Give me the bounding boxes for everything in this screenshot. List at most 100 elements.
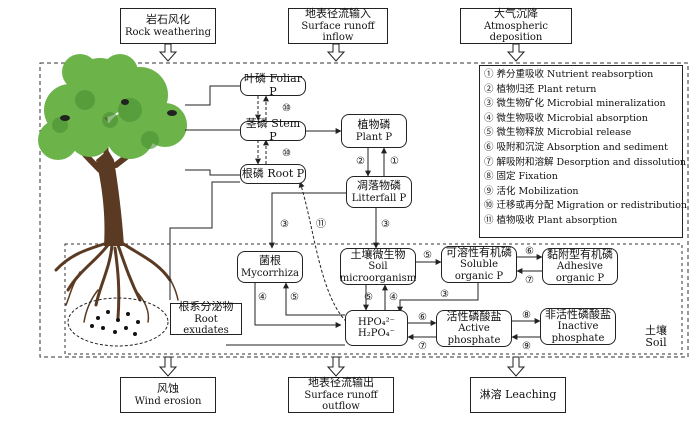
ecosystem-boundary — [39, 62, 689, 358]
output-surface-runoff: 地表径流输出 Surface runoff outflow — [288, 377, 394, 413]
num-3-micro: ③ — [381, 219, 390, 230]
num-10-upper: ⑩ — [282, 103, 291, 114]
num-5-soluble: ⑤ — [423, 250, 432, 261]
leaching-label: 淋溶 Leaching — [479, 387, 557, 401]
stem-p-label: 茎磷 Stem P — [245, 117, 301, 143]
input-atmospheric-deposition: 大气沉降 Atmospheric deposition — [460, 8, 572, 44]
legend-item: ⑧ 固定 Fixation — [484, 171, 558, 183]
output-leaching: 淋溶 Leaching — [470, 377, 566, 413]
num-8: ⑧ — [522, 310, 531, 321]
atmospheric-cn: 大气沉降 — [494, 7, 538, 21]
microorganism-cn: 土壤微生物 — [350, 247, 406, 261]
hpo4-box: HPO₄²⁻ H₂PO₄⁻ — [345, 310, 408, 346]
num-2: ② — [356, 156, 365, 167]
num-9: ⑨ — [522, 341, 531, 352]
plant-p-en: Plant P — [355, 131, 393, 143]
plant-p-box: 植物磷 Plant P — [341, 114, 407, 148]
root-exudates-en: Root exudates — [183, 313, 229, 337]
root-p-box: 根磷 Root P — [240, 164, 306, 184]
num-6-bottom: ⑥ — [418, 312, 427, 323]
legend-item: ⑤ 微生物释放 Microbial release — [484, 127, 632, 139]
num-5-micro: ⑤ — [364, 292, 373, 303]
soluble-organic-p-box: 可溶性有机磷 Soluble organic P — [441, 246, 517, 283]
legend-item: ⑥ 吸附和沉淀 Absorption and sediment — [484, 141, 668, 153]
litterfall-p-box: 凋落物磷 Litterfall P — [346, 176, 412, 208]
foliar-p-label: 叶磷 Foliar P — [243, 72, 302, 98]
wind-erosion-en: Wind erosion — [134, 395, 202, 407]
legend-item: ⑩ 迁移或再分配 Migration or redistribution — [484, 200, 688, 212]
rock-weathering-en: Rock weathering — [124, 26, 212, 38]
mycorrhiza-box: 菌根 Mycorrhiza — [237, 251, 303, 283]
litterfall-cn: 凋落物磷 — [357, 178, 401, 192]
legend-item: ⑨ 活化 Mobilization — [484, 185, 579, 197]
surface-runoff-out-en: Surface runoff outflow — [304, 389, 378, 413]
num-4-myco: ④ — [258, 292, 267, 303]
stem-p-box: 茎磷 Stem P — [240, 117, 306, 143]
inactive-cn: 非活性磷酸盐 — [545, 307, 611, 321]
num-3-soluble: ③ — [440, 289, 449, 300]
active-en2: phosphate — [447, 334, 501, 346]
output-arrows — [158, 356, 526, 377]
inactive-en2: phosphate — [551, 332, 605, 344]
num-7-bottom: ⑦ — [418, 341, 427, 352]
process-legend: ① 养分重吸收 Nutrient reabsorption ② 植物归还 Pla… — [479, 65, 688, 238]
flow-lines — [169, 85, 543, 346]
soil-label-en: Soil — [645, 336, 667, 350]
soil-microorganism-box: 土壤微生物 Soil microorganism — [340, 248, 416, 285]
num-6-top: ⑥ — [525, 246, 534, 257]
legend-item: ⑦ 解吸附和溶解 Desorption and dissolution — [484, 156, 687, 168]
inactive-phosphate-box: 非活性磷酸盐 Inactive phosphate — [540, 308, 616, 345]
legend-item: ① 养分重吸收 Nutrient reabsorption — [484, 69, 654, 80]
surface-runoff-in-cn: 地表径流输入 — [305, 7, 371, 21]
soil-label: 土壤 Soil — [636, 324, 676, 350]
adhesive-en1: Adhesive — [557, 261, 603, 273]
num-4-micro: ④ — [389, 292, 398, 303]
mycorrhiza-en: Mycorrhiza — [241, 267, 299, 279]
surface-runoff-in-en: Surface runoff inflow — [301, 20, 375, 44]
legend-item: ③ 微生物矿化 Microbial mineralization — [484, 98, 666, 110]
num-1: ① — [390, 156, 399, 167]
num-3-myco: ③ — [280, 219, 289, 230]
legend-item: ⑪ 植物吸收 Plant absorption — [484, 214, 618, 226]
adhesive-en2: organic P — [555, 272, 605, 284]
adhesive-cn: 黏附型有机磷 — [547, 247, 613, 261]
hpo4-line1: HPO₄²⁻ — [358, 316, 395, 328]
foliar-p-box: 叶磷 Foliar P — [240, 72, 306, 98]
plant-p-cn: 植物磷 — [357, 117, 391, 131]
num-5-myco: ⑤ — [290, 292, 299, 303]
soluble-en1: Soluble — [459, 259, 499, 271]
microorganism-en1: Soil — [368, 261, 388, 273]
microorganism-en2: microorganism — [339, 272, 417, 284]
exudate-dots — [90, 310, 140, 336]
num-7-top: ⑦ — [525, 275, 534, 286]
step-numbers: ⑩ ⑩ ② ① ③ ③ ⑪ ④ ⑤ ⑤ ④ ⑤ ③ ⑥ ⑦ ⑥ ⑦ ⑧ ⑨ — [258, 103, 534, 352]
legend-item: ② 植物归还 Plant return — [484, 83, 597, 95]
root-p-label: 根磷 Root P — [241, 166, 305, 180]
soluble-cn: 可溶性有机磷 — [446, 245, 512, 259]
tree-illustration — [38, 54, 187, 323]
input-arrows — [158, 43, 526, 62]
root-exudates-cn: 根系分泌物 — [178, 300, 234, 314]
surface-runoff-out-cn: 地表径流输出 — [308, 376, 374, 390]
output-wind-erosion: 风蚀 Wind erosion — [120, 377, 216, 413]
active-cn: 活性磷酸盐 — [446, 309, 502, 323]
num-11: ⑪ — [316, 218, 326, 230]
active-en1: Active — [458, 323, 490, 335]
rock-weathering-cn: 岩石风化 — [146, 12, 190, 26]
root-exudate-zone — [67, 297, 169, 347]
litterfall-en: Litterfall P — [351, 192, 407, 204]
legend-item: ④ 微生物吸收 Microbial absorption — [484, 112, 648, 124]
input-surface-runoff: 地表径流输入 Surface runoff inflow — [288, 8, 388, 44]
input-rock-weathering: 岩石风化 Rock weathering — [120, 8, 216, 44]
adhesive-organic-p-box: 黏附型有机磷 Adhesive organic P — [542, 248, 618, 285]
inactive-en1: Inactive — [557, 321, 599, 333]
mycorrhiza-cn: 菌根 — [259, 253, 281, 267]
active-phosphate-box: 活性磷酸盐 Active phosphate — [436, 310, 512, 347]
wind-erosion-cn: 风蚀 — [157, 381, 179, 395]
soil-label-cn: 土壤 — [645, 324, 667, 337]
atmospheric-en: Atmospheric deposition — [483, 20, 549, 44]
hpo4-line2: H₂PO₄⁻ — [358, 328, 395, 339]
root-exudates-box: 根系分泌物 Root exudates — [170, 300, 242, 337]
soluble-en2: organic P — [454, 270, 504, 282]
